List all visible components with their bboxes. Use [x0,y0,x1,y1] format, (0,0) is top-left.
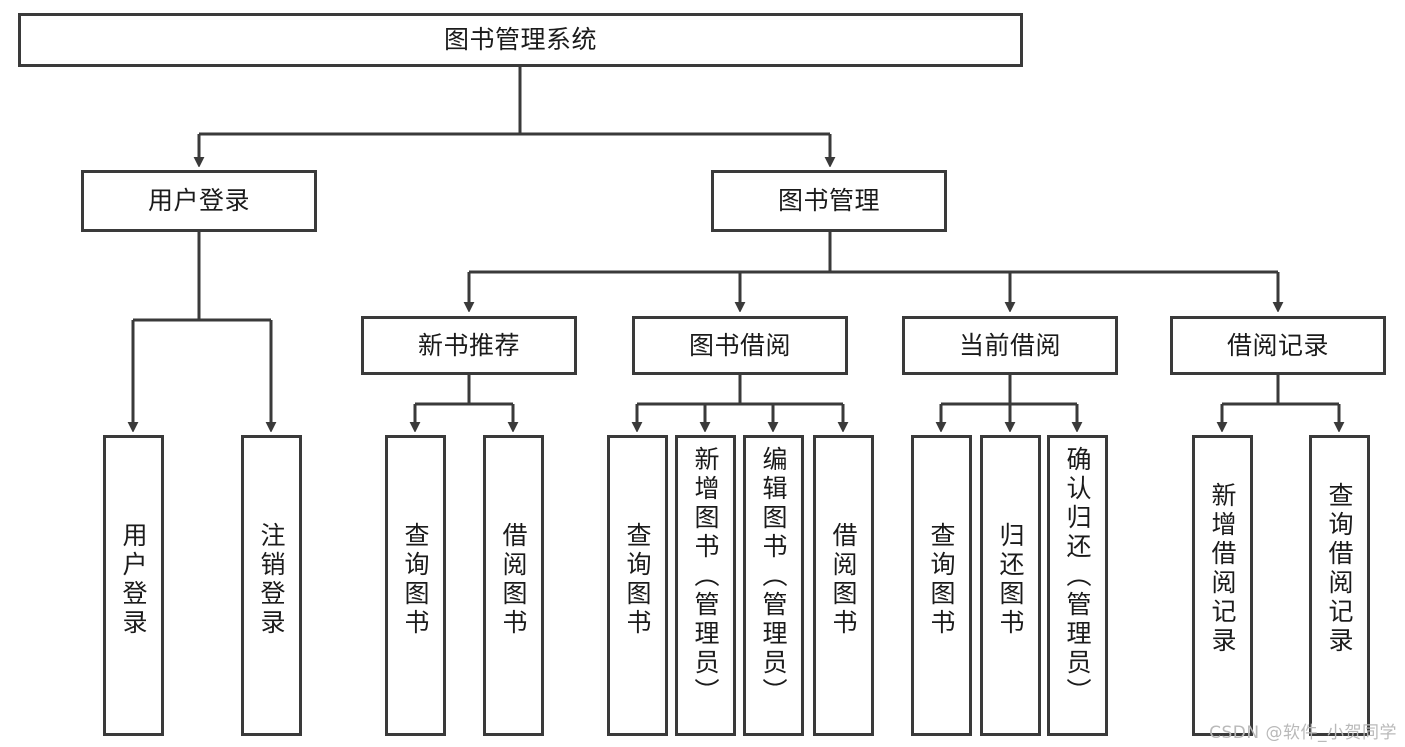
node-label: 当前借阅 [958,330,1061,360]
leaf-query-book-borrow[interactable]: 查询图书 [607,435,668,736]
node-label: 借阅记录 [1226,330,1329,360]
node-label: 新增图书（管理员） [691,446,720,707]
node-label: 编辑图书（管理员） [759,446,788,707]
node-label: 确认归还（管理员） [1063,446,1092,707]
leaf-query-borrow-record[interactable]: 查询借阅记录 [1309,435,1370,736]
node-label: 新书推荐 [417,330,520,360]
node-user-login[interactable]: 用户登录 [81,170,317,232]
node-label: 归还图书 [996,522,1025,638]
leaf-query-book-recommend[interactable]: 查询图书 [385,435,446,736]
node-label: 图书管理系统 [443,25,597,55]
leaf-return-book[interactable]: 归还图书 [980,435,1041,736]
leaf-borrow-book-recommend[interactable]: 借阅图书 [483,435,544,736]
node-label: 图书管理 [777,186,880,216]
leaf-query-book-current[interactable]: 查询图书 [911,435,972,736]
node-label: 用户登录 [147,186,250,216]
node-label: 查询图书 [927,522,956,638]
node-borrow-record[interactable]: 借阅记录 [1170,316,1386,375]
node-book-borrow[interactable]: 图书借阅 [632,316,848,375]
node-current-borrow[interactable]: 当前借阅 [902,316,1118,375]
node-label: 查询借阅记录 [1325,482,1354,656]
node-label: 查询图书 [623,522,652,638]
csdn-watermark: CSDN @软件_小贺同学 [1209,723,1397,743]
node-label: 新增借阅记录 [1208,482,1237,656]
node-label: 借阅图书 [829,522,858,638]
node-label: 图书借阅 [688,330,791,360]
node-label: 注销登录 [257,522,286,638]
node-new-book-recommend[interactable]: 新书推荐 [361,316,577,375]
leaf-add-borrow-record[interactable]: 新增借阅记录 [1192,435,1253,736]
leaf-borrow-book-borrow[interactable]: 借阅图书 [813,435,874,736]
node-label: 用户登录 [119,522,148,638]
leaf-add-book-admin[interactable]: 新增图书（管理员） [675,435,736,736]
leaf-edit-book-admin[interactable]: 编辑图书（管理员） [743,435,804,736]
node-label: 查询图书 [401,522,430,638]
node-label: 借阅图书 [499,522,528,638]
node-root-book-management-system[interactable]: 图书管理系统 [18,13,1023,67]
leaf-logout-login[interactable]: 注销登录 [241,435,302,736]
leaf-user-login[interactable]: 用户登录 [103,435,164,736]
leaf-confirm-return-admin[interactable]: 确认归还（管理员） [1047,435,1108,736]
node-book-management[interactable]: 图书管理 [711,170,947,232]
